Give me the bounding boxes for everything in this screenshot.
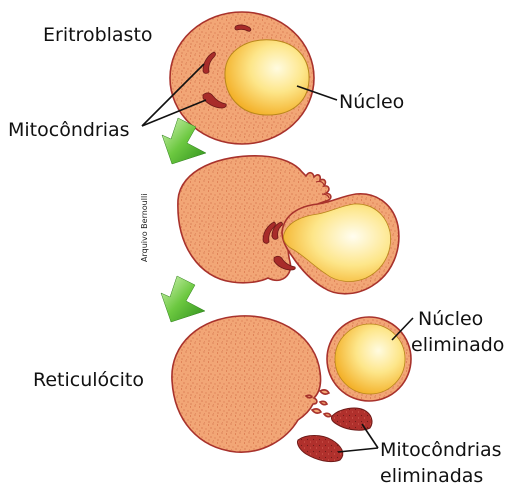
eliminated-nucleus (327, 317, 411, 401)
label-mito-eliminadas-1: Mitocôndrias (380, 439, 502, 461)
green-arrow-down-icon (161, 276, 205, 322)
membrane-fragment-5 (320, 401, 327, 404)
eritroblasto-cell (170, 12, 314, 144)
eliminated-mitochondrion-1 (331, 408, 372, 430)
membrane-fragment-4 (312, 409, 321, 413)
intermediate-cell (178, 156, 399, 294)
eliminated-nucleus-core (335, 324, 405, 394)
label-nucleo-eliminado-2: eliminado (411, 334, 504, 356)
eliminated-mitochondrion-2 (297, 436, 342, 462)
membrane-fragment-6 (306, 395, 312, 398)
reticulocito-cell (172, 316, 331, 452)
label-nucleo: Núcleo (339, 91, 404, 113)
leader-mito-eliminadas-2 (338, 448, 378, 452)
membrane-fragment-7 (324, 413, 331, 416)
membrane-fragment-3 (320, 390, 329, 394)
label-mito-eliminadas-2: eliminadas (380, 465, 483, 487)
reticulocito-cytoplasm (172, 316, 321, 452)
label-nucleo-eliminado-1: Núcleo (418, 308, 483, 330)
image-credit: Arquivo Bernoulli (140, 194, 149, 262)
eliminated-mitochondria (297, 408, 372, 462)
label-eritroblasto: Eritroblasto (43, 24, 153, 46)
label-mitocondrias: Mitocôndrias (8, 119, 130, 141)
eritroblasto-nucleus (225, 40, 309, 115)
label-reticulocito: Reticulócito (33, 369, 144, 391)
